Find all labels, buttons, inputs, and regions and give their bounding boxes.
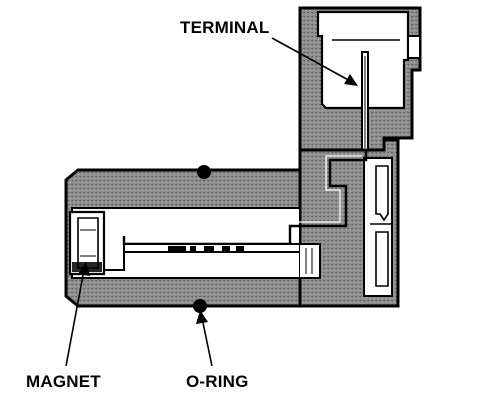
terminal-leader-line [271, 37, 353, 83]
component-3 [204, 246, 214, 252]
magnet-body [77, 217, 99, 269]
sensor-body [64, 168, 302, 308]
component-1 [168, 246, 186, 252]
o-ring-bottom [193, 299, 207, 313]
right-rib-lower [375, 231, 389, 287]
magnet-arrowhead [78, 262, 90, 276]
terminal-pin [361, 51, 369, 151]
lower-lead-wire [104, 252, 125, 271]
component-5 [236, 246, 244, 252]
callouts: TERMINAL MAGNET O-RING [26, 18, 358, 391]
upper-lead-wire-inner [128, 155, 362, 241]
terminal-arrowhead [344, 74, 358, 86]
o-rings [193, 165, 211, 313]
board-right-support [300, 243, 321, 279]
component-4 [222, 246, 230, 252]
terminal-label: TERMINAL [180, 18, 269, 37]
connector-latch [407, 35, 421, 59]
connector-housing [298, 6, 422, 152]
o-ring-leader-line [201, 317, 213, 367]
magnet-leader-line [65, 269, 85, 367]
o-ring-arrowhead [196, 310, 208, 324]
internal-circuit [104, 150, 368, 279]
o-ring-label: O-RING [186, 372, 249, 391]
o-ring-top [197, 165, 211, 179]
right-rib-upper [375, 165, 389, 222]
component-2 [190, 246, 196, 252]
magnet-label: MAGNET [26, 372, 101, 391]
right-lower-housing [298, 138, 400, 308]
